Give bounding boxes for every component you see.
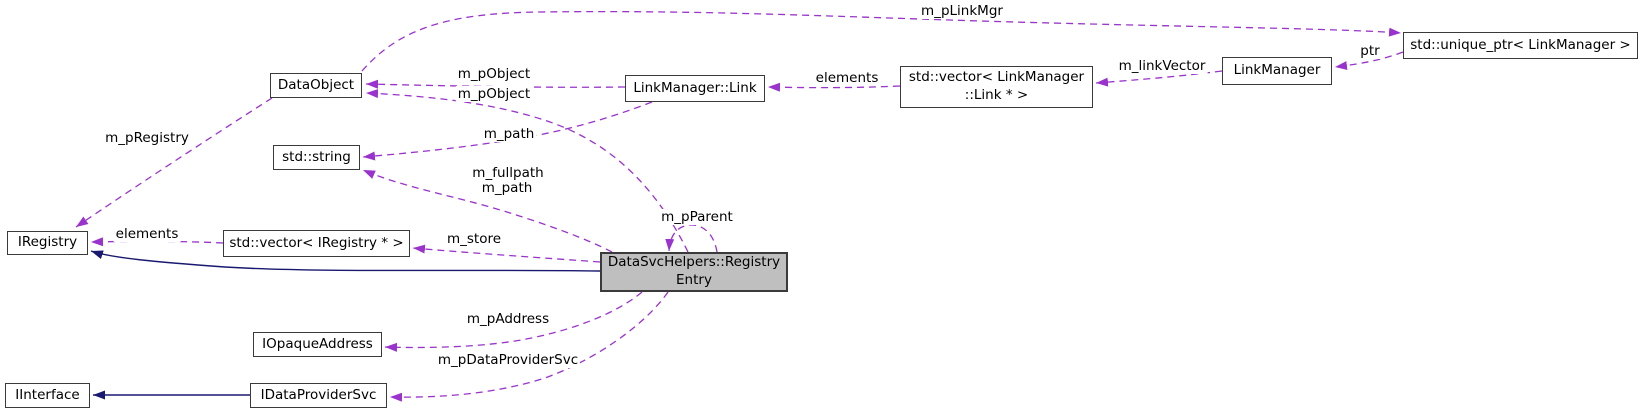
node-std-string-label: std::string [282,148,351,165]
edge-label-m-plinkmgr: m_pLinkMgr [919,3,1005,19]
edge-label-m-linkvector: m_linkVector [1116,58,1208,74]
edge-label-elements-right: elements [813,70,881,86]
edge-m-store [412,244,601,263]
node-vector-iregistry[interactable]: std::vector< IRegistry * > [223,230,410,257]
node-idataprovidersvc-label: IDataProviderSvc [260,386,377,403]
node-linkmanager-link-label: LinkManager::Link [633,79,757,96]
edge-label-m-path-a: m_path [481,126,537,142]
node-idataprovidersvc[interactable]: IDataProviderSvc [250,383,387,408]
node-iinterface[interactable]: IInterface [5,383,90,408]
node-linkmanager-label: LinkManager [1233,62,1321,79]
edge-label-m-paddress: m_pAddress [464,311,552,327]
edge-label-m-pregistry: m_pRegistry [103,130,191,146]
node-registryentry-label2: Entry [676,272,712,288]
node-iregistry-label: IRegistry [17,234,78,251]
node-vector-iregistry-label: std::vector< IRegistry * > [229,234,404,251]
node-linkmanager[interactable]: LinkManager [1222,57,1332,85]
edge-m-pdataprovidersvc [389,291,669,402]
edge-m-pregistry [75,97,273,228]
edge-label-m-pobject-a: m_pObject [455,66,533,82]
edge-label-m-fullpath: m_fullpath [470,165,546,181]
node-iregistry[interactable]: IRegistry [7,231,88,255]
edge-m-pparent-loop [665,224,718,253]
node-registryentry-label1: DataSvcHelpers::Registry [607,254,781,271]
edge-m-fullpath [362,169,613,253]
node-vector-linkmanager-link-label2: ::Link * > [964,87,1029,103]
node-unique-ptr-linkmanager[interactable]: std::unique_ptr< LinkManager > [1403,32,1638,59]
edge-label-m-pobject-b: m_pObject [455,86,533,102]
node-vector-linkmanager-link-label1: std::vector< LinkManager [908,69,1085,86]
node-std-string[interactable]: std::string [273,145,360,170]
node-vector-linkmanager-link[interactable]: std::vector< LinkManager ::Link * > [900,66,1093,108]
node-dataobject[interactable]: DataObject [270,73,362,98]
edge-ptr [1334,51,1404,71]
node-datasvchelpers-registryentry[interactable]: DataSvcHelpers::Registry Entry [600,252,788,292]
node-iopaqueaddress-label: IOpaqueAddress [262,335,373,352]
node-dataobject-label: DataObject [277,76,355,93]
node-linkmanager-link[interactable]: LinkManager::Link [625,75,765,102]
edge-label-m-pdataprovidersvc: m_pDataProviderSvc [435,352,581,368]
edge-m-plinkmgr [361,10,1402,72]
node-unique-ptr-linkmanager-label: std::unique_ptr< LinkManager > [1410,36,1631,53]
edge-elements-right [767,82,901,92]
edge-inherit-iregistry [90,250,601,272]
edge-label-m-path-b: m_path [479,180,535,196]
node-iinterface-label: IInterface [15,386,80,403]
edge-m-paddress [384,291,643,352]
edge-m-pobject-entry [365,89,689,253]
edge-label-m-store: m_store [444,231,504,247]
edge-label-m-pparent: m_pParent [659,209,735,225]
node-iopaqueaddress[interactable]: IOpaqueAddress [253,332,382,357]
edge-label-ptr: ptr [1358,43,1382,59]
edge-label-elements-left: elements [113,226,181,242]
